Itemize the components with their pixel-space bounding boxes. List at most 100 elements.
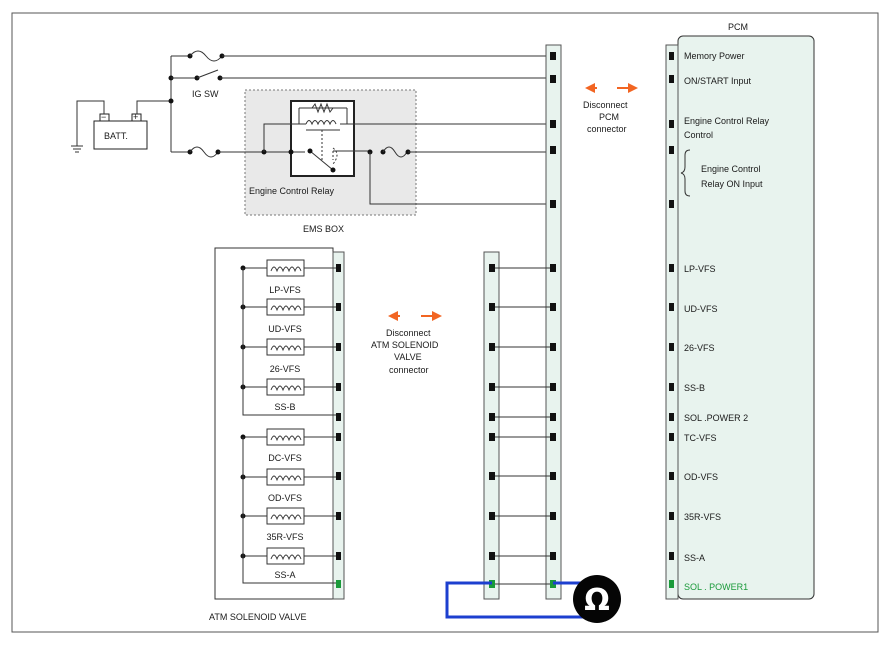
pcm-pin-label: SS-B <box>684 383 705 393</box>
coil-winding <box>270 475 302 482</box>
pcm-pin-label: Engine Control Relay <box>684 116 770 126</box>
disconnect-atm-line3: VALVE <box>394 352 422 362</box>
pcm-harness-terminal <box>550 552 556 560</box>
pcm-pin-label: SS-A <box>684 553 705 563</box>
atm-connector-terminal <box>336 413 341 421</box>
solenoid-label: 35R-VFS <box>266 532 303 542</box>
pcm-pin-label: SOL .POWER 2 <box>684 413 748 423</box>
pcm-label: PCM <box>728 22 748 32</box>
coil-winding <box>270 345 302 352</box>
pcm-terminal <box>669 303 674 311</box>
atm-connector-terminal <box>336 343 341 351</box>
pcm-terminal <box>669 120 674 128</box>
atm-connector-terminal <box>336 472 341 480</box>
disconnect-pcm-line1: Disconnect <box>583 100 628 110</box>
pcm-terminal <box>669 264 674 272</box>
atm-solenoid-valve-label: ATM SOLENOID VALVE <box>209 612 307 622</box>
coil-winding <box>270 514 302 521</box>
pcm-terminal <box>669 200 674 208</box>
solenoid-label: LP-VFS <box>269 285 301 295</box>
pcm-harness-terminal <box>550 120 556 128</box>
pcm-terminal <box>669 343 674 351</box>
common-wire-upper <box>242 268 338 416</box>
atm-harness-terminal <box>489 383 495 391</box>
ohmmeter-icon[interactable] <box>573 575 621 623</box>
pcm-harness-terminal <box>550 200 556 208</box>
pcm-terminal <box>669 472 674 480</box>
engine-control-relay-label: Engine Control Relay <box>249 186 335 196</box>
atm-connector-terminal <box>336 383 341 391</box>
disconnect-atm-line2: ATM SOLENOID <box>371 340 439 350</box>
solenoid-label: UD-VFS <box>268 324 302 334</box>
pcm-connector <box>665 44 679 600</box>
pcm-pin-label: TC-VFS <box>684 433 717 443</box>
battery-minus: − <box>101 112 106 122</box>
atm-harness-connector <box>483 251 500 600</box>
pcm-harness-terminal <box>550 343 556 351</box>
solenoid-label: SS-B <box>274 402 295 412</box>
disconnect-atm-line4: connector <box>389 365 429 375</box>
ems-box-label: EMS BOX <box>303 224 344 234</box>
pcm-terminal <box>669 552 674 560</box>
atm-harness-terminal <box>489 512 495 520</box>
atm-harness-terminal <box>489 472 495 480</box>
pcm-terminal <box>669 146 674 154</box>
disconnect-pcm-annotation: Disconnect PCM connector <box>583 83 638 134</box>
pcm-pin-label: Control <box>684 130 713 140</box>
coil-winding <box>270 305 302 312</box>
pcm-harness-terminal <box>550 52 556 60</box>
pcm-terminal <box>669 512 674 520</box>
ig-sw-label: IG SW <box>192 89 219 99</box>
disconnect-pcm-line2: PCM <box>599 112 619 122</box>
atm-connector-terminal <box>336 580 341 588</box>
pcm-pin-label: Relay ON Input <box>701 179 763 189</box>
pcm-harness-terminal <box>550 383 556 391</box>
atm-solenoid-connector <box>332 251 345 600</box>
disconnect-pcm-line3: connector <box>587 124 627 134</box>
pcm-terminal <box>669 383 674 391</box>
coil-winding <box>270 385 302 392</box>
battery-plus: + <box>133 112 138 122</box>
atm-connector-terminal <box>336 303 341 311</box>
solenoid-label: DC-VFS <box>268 453 302 463</box>
pcm-harness-terminal <box>550 264 556 272</box>
pcm-terminal <box>669 433 674 441</box>
coil-winding <box>270 266 302 273</box>
atm-harness-terminal <box>489 552 495 560</box>
coil-winding <box>270 435 302 442</box>
pcm-pin-label: LP-VFS <box>684 264 716 274</box>
ohmmeter-symbol: Ω <box>584 583 610 618</box>
disconnect-atm-annotation: Disconnect ATM SOLENOID VALVE connector <box>371 311 442 375</box>
pcm-pin-label: OD-VFS <box>684 472 718 482</box>
atm-connector-terminal <box>336 552 341 560</box>
pcm-terminal <box>669 75 674 83</box>
pcm-harness-terminal <box>550 433 556 441</box>
pcm-pin-label: Engine Control <box>701 164 761 174</box>
pcm-terminal <box>669 580 674 588</box>
pcm-terminal <box>669 413 674 421</box>
solenoid-group: LP-VFS UD-VFS 26-VFS SS-B DC-VFS OD-VFS 35R-VF… <box>240 259 341 588</box>
pcm-harness-terminal <box>550 146 556 154</box>
pcm-terminal <box>669 52 674 60</box>
coil-winding <box>270 554 302 561</box>
solenoid-label: 26-VFS <box>270 364 301 374</box>
pcm-harness-terminal <box>550 512 556 520</box>
pcm-pin-label: 35R-VFS <box>684 512 721 522</box>
atm-connector-terminal <box>336 264 341 272</box>
pcm-pin-label: ON/START Input <box>684 76 752 86</box>
atm-harness-terminal <box>489 303 495 311</box>
common-wire-lower <box>242 437 338 584</box>
battery <box>93 120 148 150</box>
atm-connector-terminal <box>336 512 341 520</box>
atm-harness-terminal <box>489 264 495 272</box>
pcm-pin-label: Memory Power <box>684 51 745 61</box>
pcm-harness-terminal <box>550 303 556 311</box>
solenoid-label: OD-VFS <box>268 493 302 503</box>
atm-harness-terminal <box>489 343 495 351</box>
pcm-harness-terminal <box>550 472 556 480</box>
solenoid-label: SS-A <box>274 570 295 580</box>
pcm-pin-label: 26-VFS <box>684 343 715 353</box>
